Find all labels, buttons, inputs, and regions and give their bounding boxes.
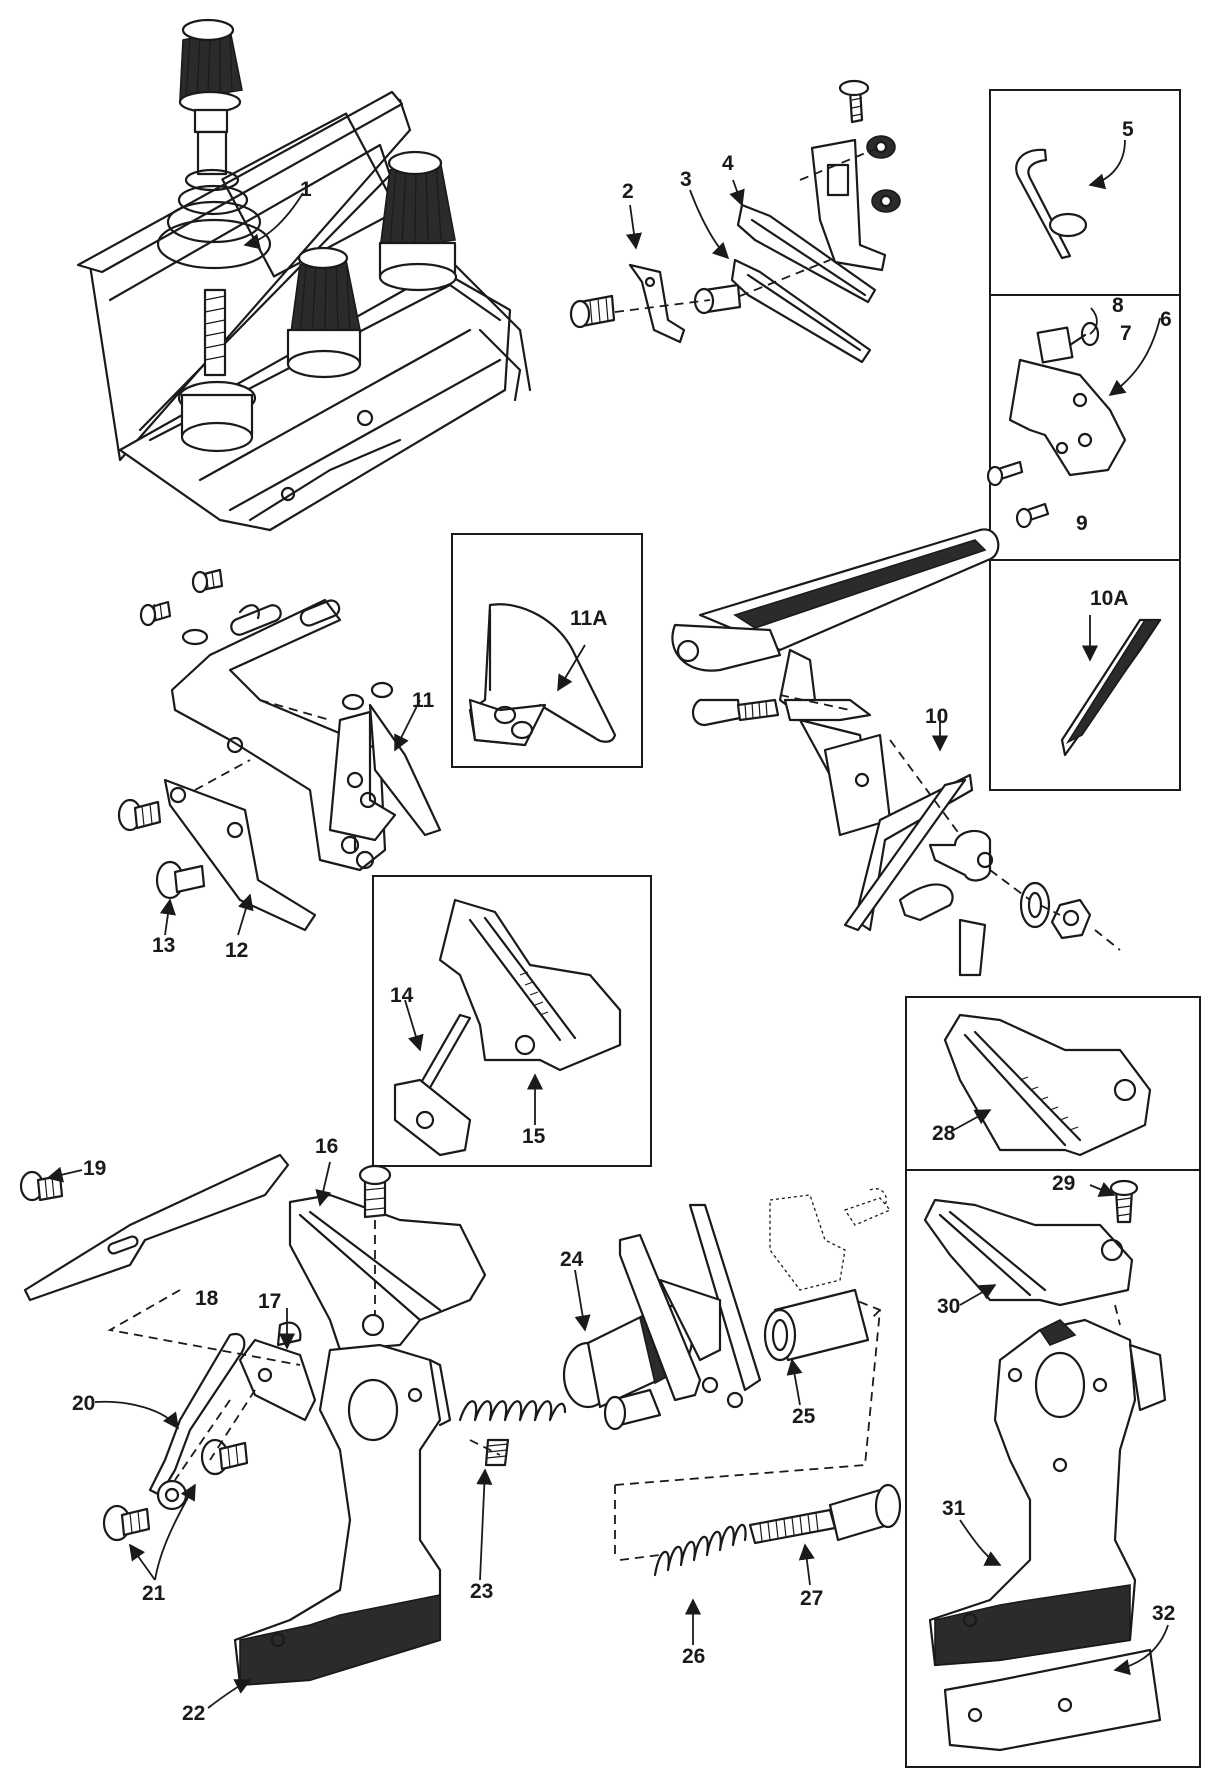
blade-part-10a — [1060, 615, 1162, 757]
label-part-1: 1 — [300, 178, 312, 201]
spring-shaft-parts-24-27 — [458, 1188, 902, 1645]
inset-box-11a — [451, 533, 643, 768]
label-part-32: 32 — [1152, 1602, 1175, 1625]
inset-box-5-6-10a — [989, 89, 1181, 791]
label-part-11a: 11A — [570, 607, 607, 630]
looper-bracket-parts-6-9 — [986, 307, 1161, 529]
label-part-11: 11 — [412, 689, 435, 712]
label-part-14: 14 — [390, 984, 414, 1007]
label-part-29: 29 — [1052, 1172, 1075, 1195]
label-part-30: 30 — [937, 1295, 960, 1318]
label-part-19: 19 — [83, 1157, 106, 1180]
label-part-12: 12 — [225, 939, 248, 962]
label-part-28: 28 — [932, 1122, 956, 1145]
label-part-7: 7 — [1120, 322, 1132, 345]
part-number-labels: 1 2 3 4 5 6 7 8 9 10 10A 11 11A 12 13 14… — [72, 118, 1175, 1725]
label-part-25: 25 — [792, 1405, 816, 1428]
label-part-15: 15 — [522, 1125, 546, 1148]
label-part-22: 22 — [182, 1702, 205, 1725]
label-part-4: 4 — [722, 152, 734, 175]
label-part-5: 5 — [1122, 118, 1134, 141]
label-part-24: 24 — [560, 1248, 584, 1271]
thread-guide-parts-2-3-4 — [569, 79, 901, 364]
label-part-9: 9 — [1076, 512, 1088, 535]
inset-box-14-15 — [372, 875, 652, 1167]
tension-assembly-part-1 — [76, 18, 532, 532]
label-part-10a: 10A — [1090, 587, 1129, 610]
label-part-2: 2 — [622, 180, 634, 203]
label-part-31: 31 — [942, 1497, 966, 1520]
label-part-16: 16 — [315, 1135, 338, 1158]
label-part-17: 17 — [258, 1290, 281, 1313]
label-part-20: 20 — [72, 1392, 95, 1415]
label-part-23: 23 — [470, 1580, 493, 1603]
throat-plate-parts-14-15 — [393, 898, 622, 1157]
label-part-8: 8 — [1112, 294, 1124, 317]
label-part-13: 13 — [152, 934, 175, 957]
presser-foot-parts-29-32 — [923, 1179, 1169, 1752]
label-part-6: 6 — [1160, 308, 1172, 331]
label-part-27: 27 — [800, 1587, 823, 1610]
label-part-21: 21 — [142, 1582, 166, 1605]
label-part-26: 26 — [682, 1645, 705, 1668]
knife-holder-assembly-part-10 — [671, 528, 1121, 977]
looper-part-5 — [1015, 139, 1126, 260]
stitch-tongue-parts-11-13 — [117, 568, 442, 936]
inset-box-28-32 — [905, 996, 1201, 1768]
label-part-3: 3 — [680, 168, 692, 191]
label-part-18: 18 — [195, 1287, 219, 1310]
guard-part-11a — [468, 603, 617, 747]
needle-plate-part-28 — [943, 1013, 1152, 1157]
label-part-10: 10 — [925, 705, 948, 728]
presser-foot-parts-16-23 — [19, 1153, 510, 1709]
